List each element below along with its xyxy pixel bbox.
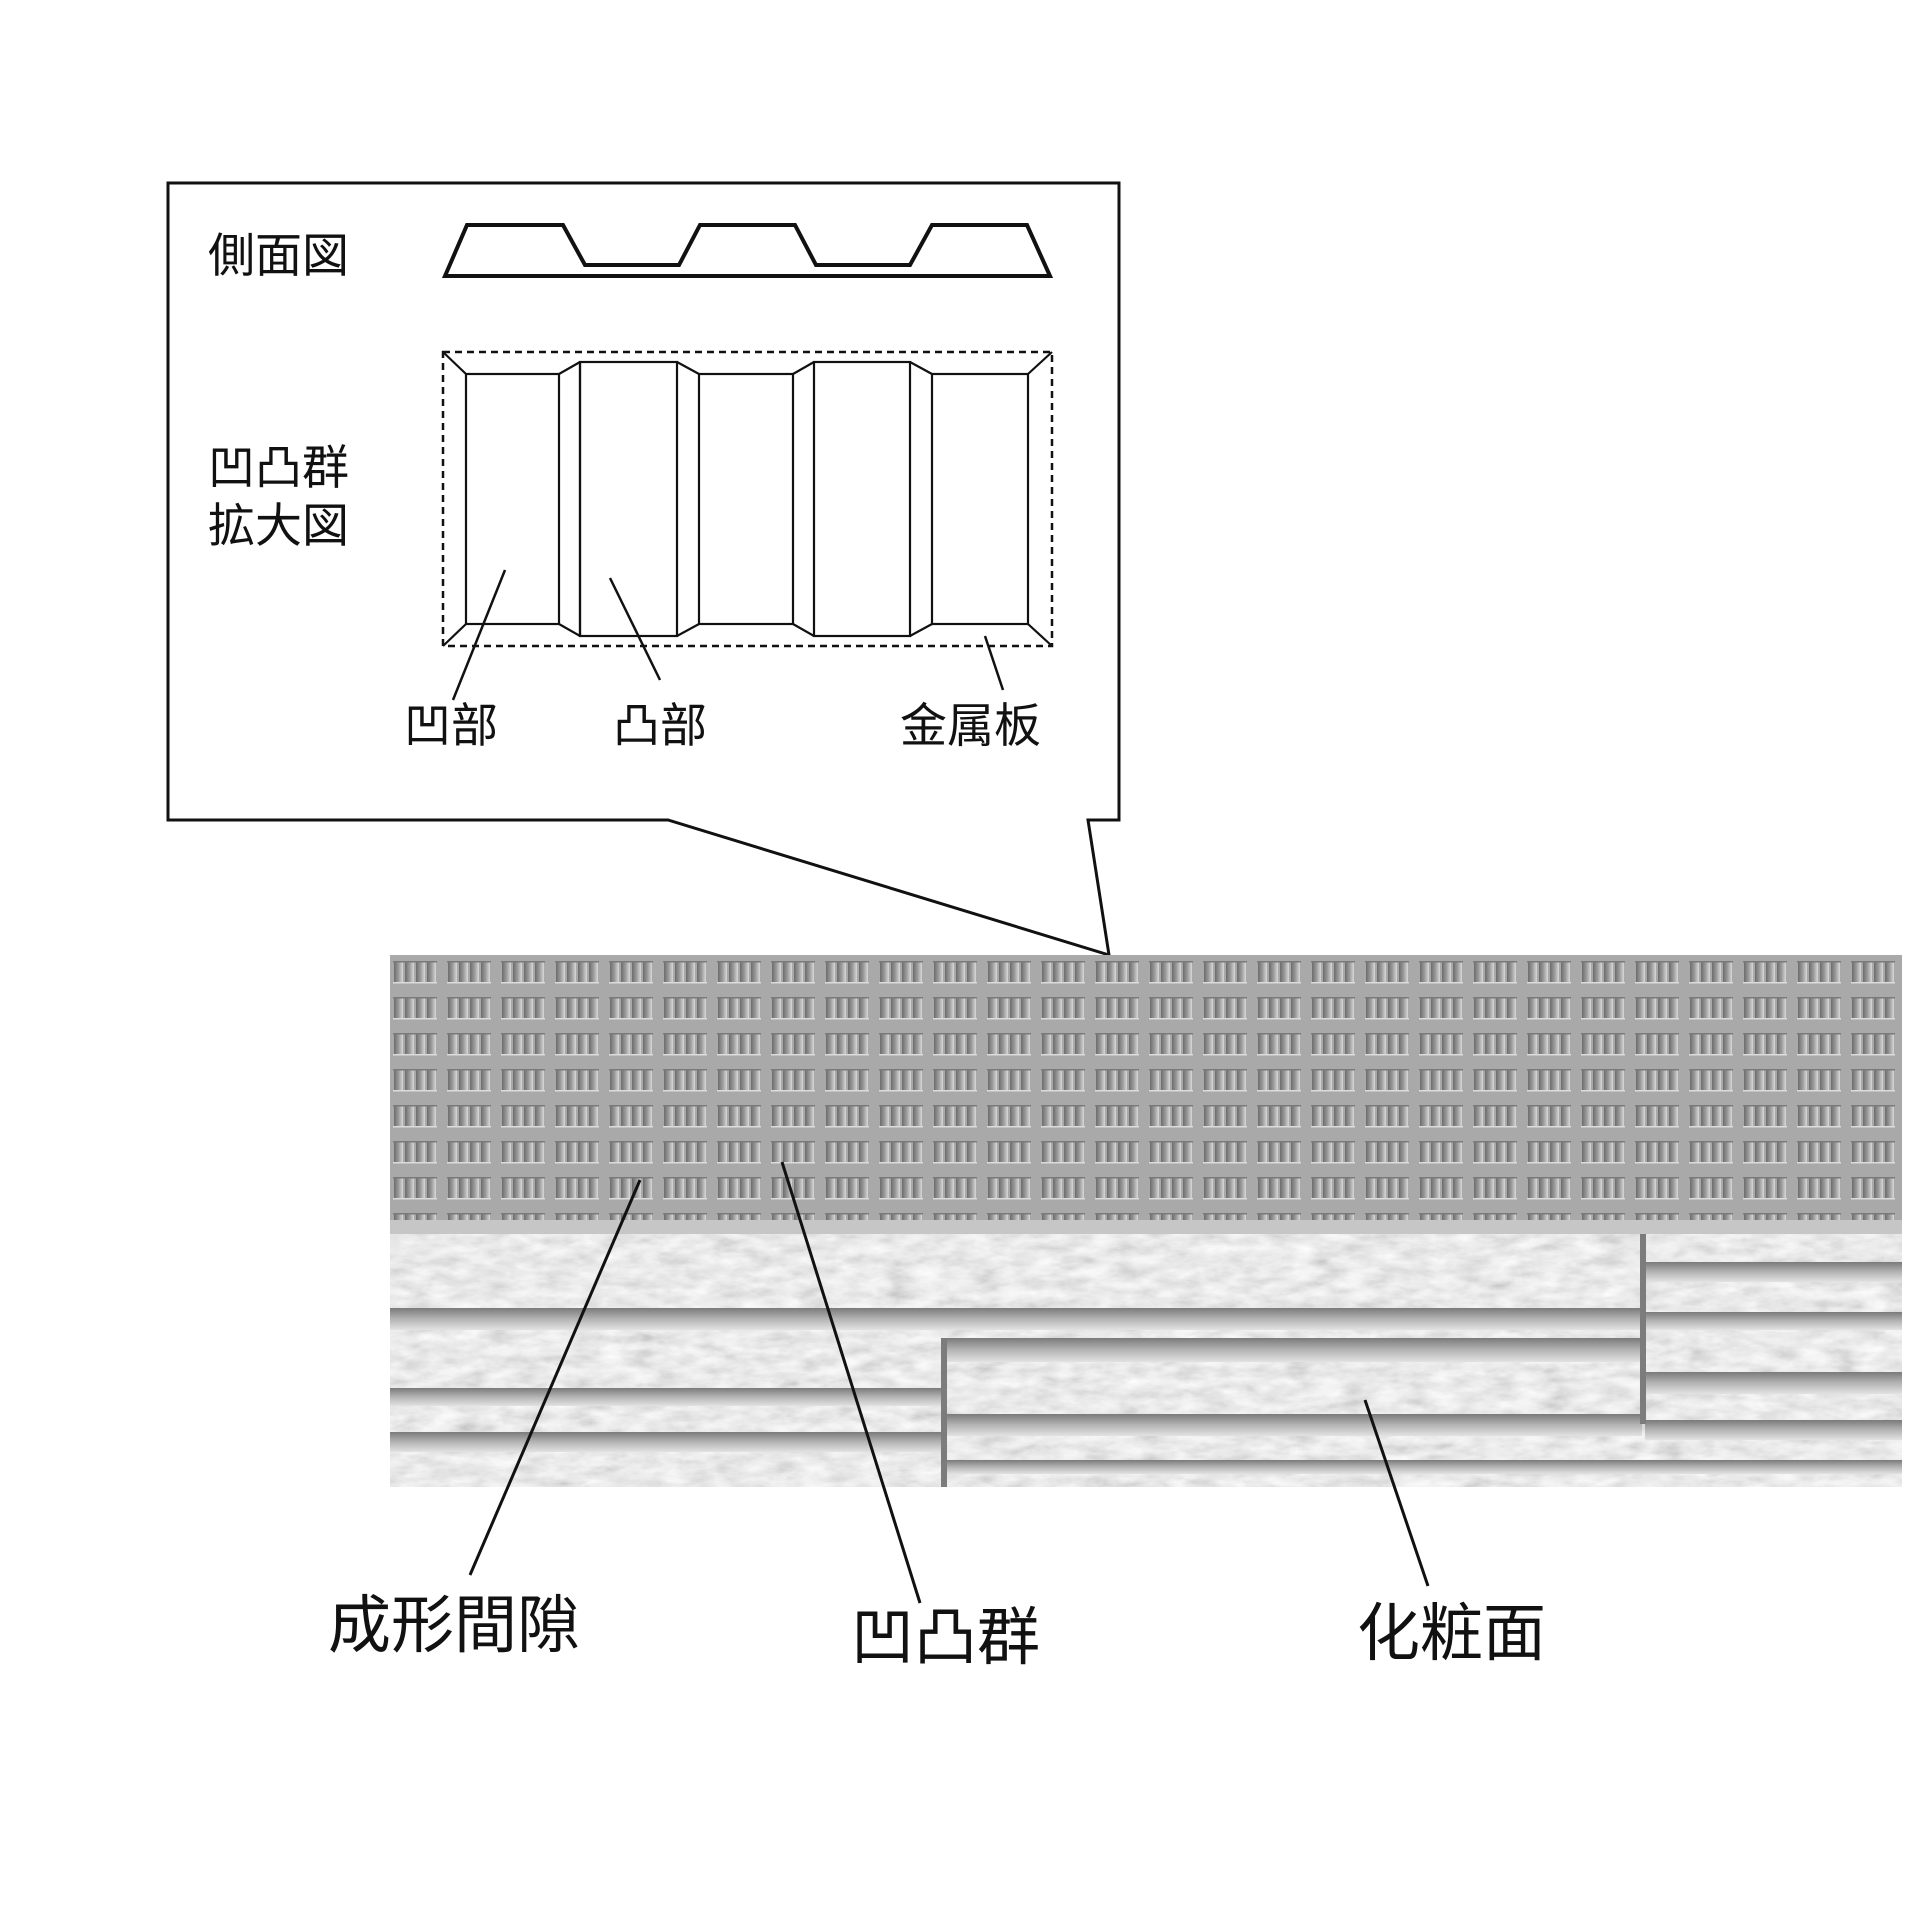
decorative-surface-label: 化粧面: [1357, 1597, 1546, 1670]
metal-plate-label: 金属板: [900, 699, 1041, 754]
uneven-group-texture: [390, 955, 1902, 1220]
leader-metal-plate: [983, 635, 1005, 691]
groove: [945, 1414, 1642, 1436]
leader-decorative-surface: [1363, 1399, 1430, 1587]
groove: [1645, 1372, 1902, 1394]
leader-convex-part: [608, 577, 662, 681]
concave-part-2: [697, 372, 795, 626]
convex-part-label: 凸部: [613, 699, 707, 754]
leader-concave-part: [451, 569, 507, 701]
panel-separator: [390, 1220, 1902, 1234]
leader-uneven-group: [780, 1161, 922, 1604]
concave-part-label: 凹部: [404, 699, 498, 754]
enlarged-view: [441, 350, 1054, 648]
groove: [390, 1388, 943, 1406]
groove: [945, 1460, 1902, 1474]
concave-part-3: [930, 351, 1053, 647]
groove: [390, 1308, 1642, 1330]
groove: [390, 1432, 943, 1452]
side-view-profile: [441, 223, 1054, 278]
groove: [1645, 1312, 1902, 1330]
vertical-joint: [941, 1338, 947, 1487]
molding-gap-label: 成形間隙: [328, 1589, 580, 1662]
concave-part-1: [442, 351, 561, 647]
callout-balloon: [166, 181, 1121, 958]
wall-panel: [390, 955, 1902, 1487]
enlarged-view-label-line2: 拡大図: [208, 499, 349, 554]
groove: [1645, 1262, 1902, 1282]
vertical-joint: [1640, 1234, 1646, 1424]
convex-part-2: [792, 360, 933, 638]
enlarged-view-label-line1: 凹凸群: [208, 441, 349, 496]
convex-part-1: [558, 360, 700, 638]
leader-molding-gap: [468, 1179, 642, 1576]
side-view-label: 側面図: [208, 229, 349, 284]
uneven-group-label: 凹凸群: [851, 1601, 1040, 1674]
groove: [1645, 1420, 1902, 1440]
groove: [945, 1338, 1642, 1362]
enlarged-view-dashed-border: [441, 350, 1054, 648]
